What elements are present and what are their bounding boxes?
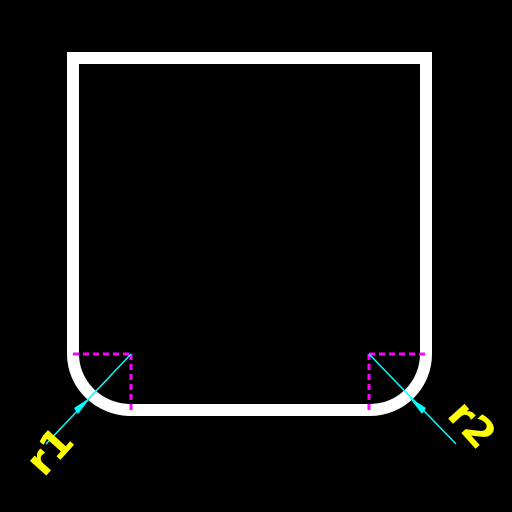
radius-line-right — [368, 353, 457, 445]
radius-dimension-right — [368, 353, 457, 445]
radius-arrowhead-left — [74, 397, 91, 414]
radius-dimension-left — [45, 353, 132, 445]
radius-arrowhead-right — [409, 397, 426, 414]
